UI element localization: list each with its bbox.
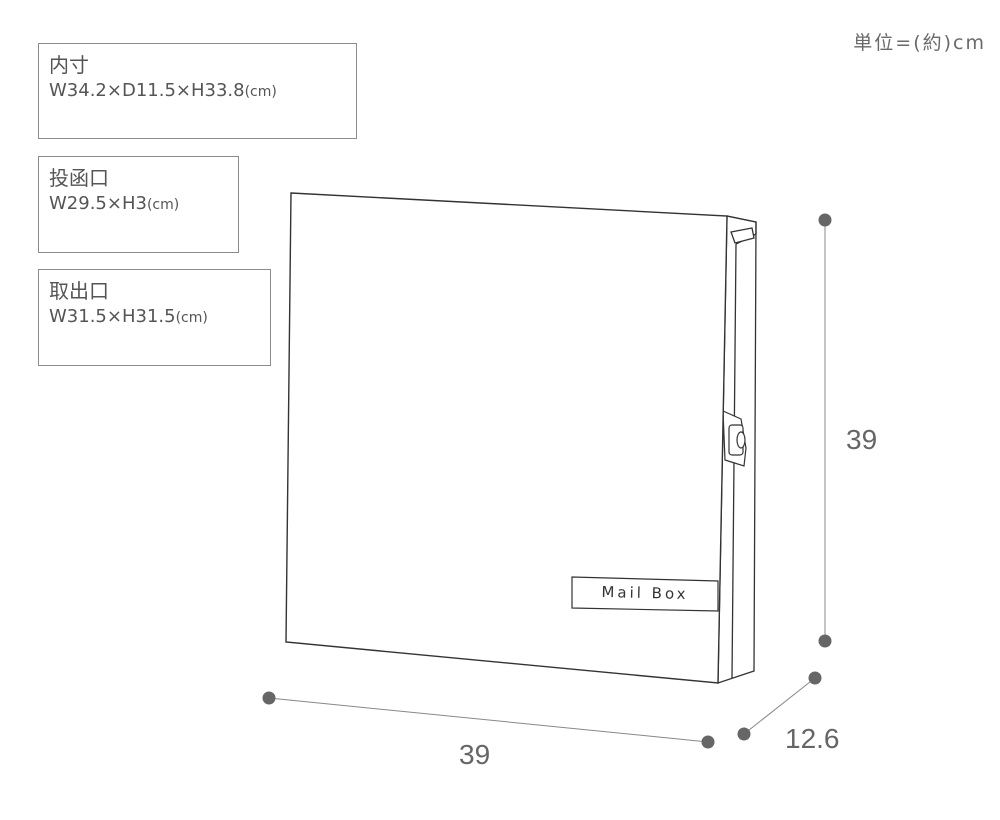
nameplate: [571, 576, 719, 612]
inner-size-box: 内寸 W34.2×D11.5×H33.8(cm): [38, 43, 357, 139]
outlet-title: 取出口: [49, 279, 109, 303]
depth-dot-top: [808, 671, 822, 685]
mail-slot-unit: (cm): [146, 197, 180, 213]
top-hinge: [730, 227, 755, 244]
depth-dimension-label: 12.6: [785, 723, 840, 754]
mail-slot-dims: W29.5×H3: [49, 193, 147, 214]
mail-slot-value: W29.5×H3(cm): [49, 192, 228, 216]
outlet-dims: W31.5×H31.5: [49, 306, 176, 327]
dimension-lines: [268, 220, 826, 743]
dimension-dots: [262, 213, 832, 749]
depth-dot-bottom: [737, 727, 751, 741]
inner-size-dims: W34.2×D11.5×H33.8: [49, 80, 245, 101]
width-dot-right: [701, 735, 715, 749]
inner-size-unit: (cm): [244, 84, 277, 100]
width-dim-line: [268, 697, 709, 743]
unit-note: 単位=(約)cm: [853, 32, 986, 54]
height-dimension-label: 39: [846, 424, 878, 455]
lock-keyhole: [736, 431, 746, 449]
outlet-unit: (cm): [175, 310, 208, 326]
lock-icon: [722, 410, 747, 467]
height-dot-top: [818, 213, 832, 227]
inner-size-title: 内寸: [49, 53, 89, 77]
inner-size-value: W34.2×D11.5×H33.8(cm): [49, 79, 346, 103]
front-panel: [285, 192, 728, 684]
width-dimension-label: 39: [459, 739, 491, 770]
outlet-box: 取出口 W31.5×H31.5(cm): [38, 269, 271, 366]
mail-slot-title: 投函口: [49, 166, 109, 190]
nameplate-text: Mail Box: [601, 582, 689, 604]
width-dot-left: [262, 691, 276, 705]
mail-slot-box: 投函口 W29.5×H3(cm): [38, 156, 239, 253]
outlet-value: W31.5×H31.5(cm): [49, 305, 260, 329]
height-dot-bottom: [818, 634, 832, 648]
depth-dim-line: [743, 677, 816, 735]
